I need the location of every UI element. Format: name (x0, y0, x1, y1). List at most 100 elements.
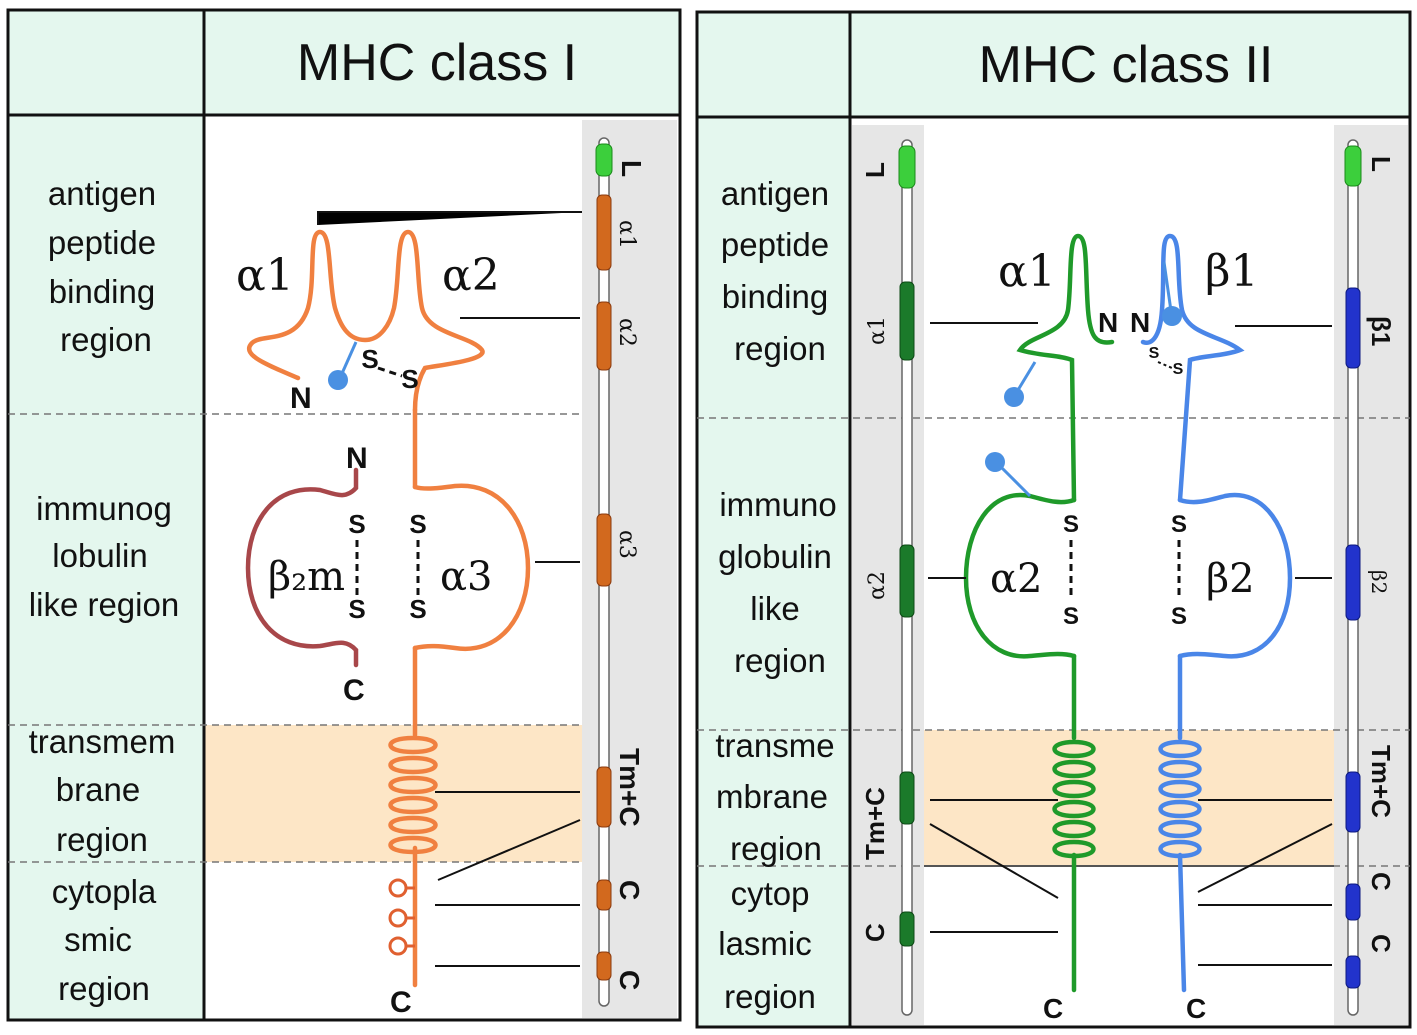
gene-label-c1: C (614, 880, 645, 900)
region-label-immuno-1: immunog (36, 490, 172, 527)
region-label-column (697, 117, 850, 1027)
terminal-n-beta: N (1130, 307, 1150, 338)
alpha-transmembrane-helix (1052, 739, 1096, 859)
gene-label-a1: α1 (614, 220, 639, 249)
region-label-binding-1: antigen (48, 175, 156, 212)
region-label-cyto-3: region (58, 970, 150, 1007)
gene-label-b1: β1 (1366, 316, 1396, 346)
gene-label-a2: α2 (614, 318, 639, 347)
region-label-column (8, 115, 204, 1020)
disulfide-s: S (409, 594, 426, 624)
gene-label-c2: C (614, 970, 645, 990)
region-label-binding-4: region (60, 321, 152, 358)
gene-label-c: C (860, 923, 890, 942)
gene-exon-tmc (899, 771, 915, 825)
region-label-transmem-2: brane (56, 771, 140, 808)
region-label-transmem-3: region (56, 821, 148, 858)
gene-exon-a3 (596, 513, 612, 587)
panel-mhc-class-2: MHC class II antigen peptide binding reg… (695, 10, 1412, 1029)
diagram-area (924, 117, 1334, 1027)
region-label-immuno-3: like (750, 590, 800, 627)
region-label-binding-3: binding (49, 273, 155, 310)
beta-chain-tail (1177, 653, 1187, 993)
disulfide-s: S (361, 344, 378, 374)
gene-exon-c (899, 911, 915, 947)
disulfide-s: S (1171, 603, 1187, 630)
gene-label-c1: C (1366, 872, 1396, 891)
gene-label-a2: α2 (865, 571, 890, 600)
alpha1-alpha2-domain (247, 229, 485, 413)
terminal-c-alpha: C (390, 986, 412, 1019)
transmembrane-helix (388, 735, 438, 855)
terminal-c-alpha: C (1043, 993, 1063, 1024)
region-label-transmem-1: transmem (29, 723, 176, 760)
region-label-transmem-2: mbrane (716, 778, 828, 815)
panel-title: MHC class II (979, 36, 1274, 94)
domain-beta1: β1 (1205, 246, 1258, 297)
region-label-transmem-3: region (730, 830, 822, 867)
disulfide-s: S (1171, 511, 1187, 538)
gene-exon-tmc (1345, 771, 1361, 833)
gene-exon-c2 (596, 951, 612, 981)
gene-leader-exon (898, 145, 916, 189)
domain-alpha1: α1 (236, 250, 294, 301)
gene-label-tmc: Tm+C (1366, 745, 1396, 818)
disulfide-s: S (348, 509, 365, 539)
region-label-immuno-3: like region (29, 586, 179, 623)
domain-alpha2: α2 (990, 556, 1042, 602)
gene-leader-exon (595, 143, 613, 177)
gene-label-a3: α3 (614, 530, 639, 559)
alpha3-domain (412, 483, 531, 652)
region-label-binding-4: region (734, 330, 826, 367)
disulfide-s: S (348, 594, 365, 624)
domain-alpha2: α2 (442, 250, 500, 301)
terminal-c-b2m: C (343, 674, 365, 707)
gene-exon-b1 (1345, 287, 1361, 369)
gene-exon-c2 (1345, 955, 1361, 989)
gene-exon-a2 (596, 301, 612, 371)
gene-exon-a2 (899, 544, 915, 618)
region-label-immuno-1: immuno (719, 486, 836, 523)
header-title-cell (850, 12, 1410, 117)
disulfide-s: S (1063, 603, 1079, 630)
region-label-transmem-1: transme (715, 727, 834, 764)
region-label-binding-3: binding (722, 278, 828, 315)
glycan-icon (985, 452, 1005, 472)
terminal-n-b2m: N (346, 442, 368, 475)
region-label-cyto-2: lasmic (718, 925, 812, 962)
header-title-cell (204, 10, 680, 115)
beta1-domain (1140, 233, 1245, 503)
region-label-cyto-2: smic (64, 921, 132, 958)
region-label-binding-1: antigen (721, 175, 829, 212)
region-label-cyto-1: cytop (731, 875, 810, 912)
terminal-n-alpha: N (290, 382, 312, 415)
gene-label-tmc: Tm+C (614, 748, 645, 827)
gene-label-l: L (616, 160, 647, 177)
domain-alpha1: α1 (998, 246, 1056, 297)
header-left-cell (8, 10, 204, 115)
disulfide-s: S (409, 509, 426, 539)
gene-exon-a1 (596, 194, 612, 271)
gene-exon-tmc (596, 766, 612, 828)
terminal-c-beta: C (1186, 993, 1206, 1024)
terminal-n-alpha: N (1098, 307, 1118, 338)
gene-label-l: L (860, 162, 890, 178)
region-label-cyto-1: cytopla (52, 873, 157, 910)
glycan-icon (1004, 387, 1024, 407)
disulfide-s: S (1149, 345, 1160, 362)
membrane-band (924, 730, 1334, 866)
domain-b2m: β₂m (268, 554, 345, 600)
region-label-immuno-2: lobulin (52, 537, 147, 574)
disulfide-s: S (1063, 511, 1079, 538)
panel-title: MHC class I (297, 34, 577, 92)
gene-label-c2: C (1366, 934, 1396, 953)
gene-exon-c1 (596, 879, 612, 911)
disulfide-s: S (401, 364, 418, 394)
gene-label-b2: β2 (1367, 570, 1391, 594)
disulfide-s: S (1173, 361, 1184, 378)
region-label-immuno-2: globulin (718, 538, 832, 575)
header-left-cell (697, 12, 850, 117)
alpha1-domain (1016, 233, 1115, 503)
panel-mhc-class-1: MHC class I antigen peptide binding regi… (6, 8, 682, 1022)
